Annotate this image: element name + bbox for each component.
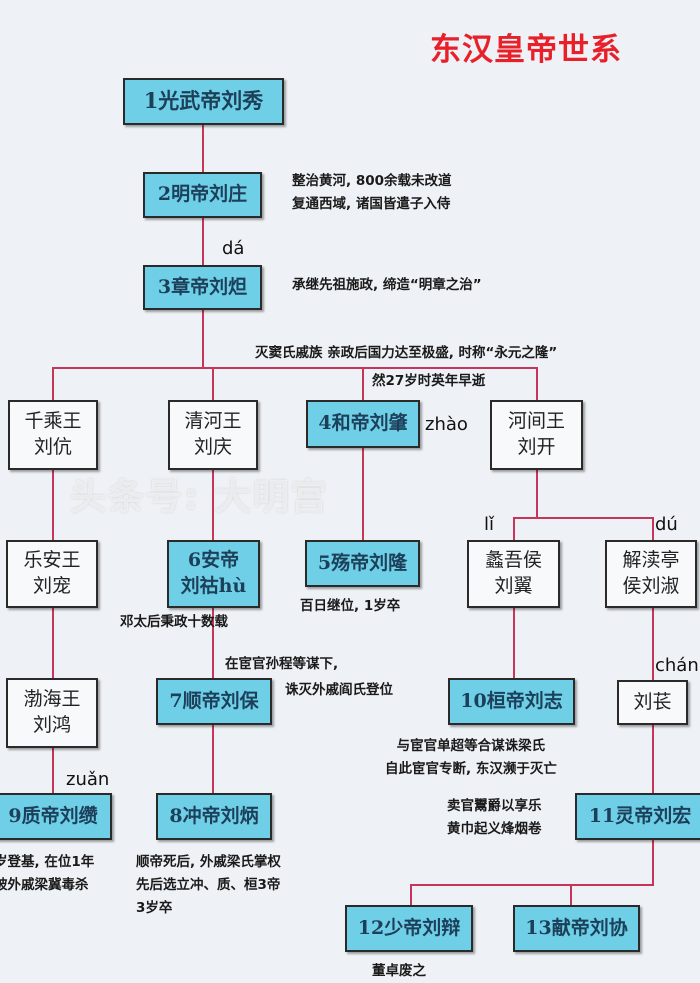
node-liuchang: 刘苌 (617, 680, 688, 725)
connector (410, 884, 412, 905)
node-zhangdi: 3章帝刘炟 (143, 265, 262, 310)
pinyin-zhao: zhào (425, 414, 468, 435)
note-huandi: 与宦官单超等合谋诛梁氏 自此宦官专断, 东汉濒于灭亡 (385, 738, 557, 777)
pinyin-li: lǐ (484, 514, 495, 535)
connector (410, 884, 654, 886)
note-shangdi: 百日继位, 1岁卒 (300, 598, 401, 614)
pinyin-da: dá (222, 238, 245, 259)
chart-title: 东汉皇帝世系 (430, 32, 622, 68)
node-hejian-wang: 河间王 刘开 (490, 400, 583, 470)
connector (202, 125, 204, 368)
note-zhangdi: 承继先祖施政, 缔造“明章之治” (292, 277, 482, 293)
node-chongdi: 8冲帝刘炳 (156, 793, 272, 840)
node-bohai-wang: 渤海王 刘鸿 (6, 678, 98, 748)
note-shundi-2: 诛灭外戚阎氏登位 (285, 682, 393, 698)
node-qiancheng-wang: 千乘王 刘伉 (8, 400, 98, 470)
watermark: 头条号: 大明宫 (70, 477, 329, 518)
connector (362, 367, 364, 540)
connector (52, 367, 538, 369)
note-hedi-1: 灭窦氏戚族 亲政后国力达至极盛, 时称“永元之隆” (255, 345, 558, 361)
node-lingdi: 11灵帝刘宏 (575, 793, 700, 840)
node-xiandi: 13献帝刘协 (513, 905, 640, 952)
pinyin-du: dú (655, 514, 678, 535)
note-lingdi: 卖官鬻爵以享乐 黄巾起义烽烟卷 (447, 798, 542, 837)
pinyin-zuan: zuǎn (66, 769, 110, 790)
note-chongdi: 顺帝死后, 外戚梁氏掌权 先后选立冲、质、桓3帝 3岁卒 (136, 854, 281, 916)
note-hedi-2: 然27岁时英年早逝 (372, 370, 486, 393)
node-andi: 6安帝 刘祜hù (167, 540, 260, 608)
node-hedi: 4和帝刘肇 (306, 400, 420, 448)
node-qinghe-wang: 清河王 刘庆 (168, 400, 258, 470)
note-zhidi: 岁登基, 在位1年 被外戚梁冀毒杀 (0, 854, 95, 893)
node-liwu-hou: 蠡吾侯 刘翼 (467, 540, 560, 608)
node-guangwudi: 1光武帝刘秀 (123, 78, 284, 125)
node-mingdi: 2明帝刘庄 (143, 172, 262, 218)
connector (570, 884, 572, 905)
node-huandi: 10桓帝刘志 (448, 678, 575, 725)
node-shundi: 7顺帝刘保 (156, 678, 272, 725)
node-shaodi: 12少帝刘辩 (345, 905, 473, 952)
node-zhidi: 9质帝刘缵 (0, 793, 112, 840)
note-shundi-1: 在宦官孙程等谋下, (225, 656, 339, 672)
node-jiedu-hou: 解渎亭 侯刘淑 (605, 540, 697, 608)
pinyin-chan: chán (655, 655, 699, 676)
note-mingdi: 整治黄河, 800余载未改道 复通西域, 诸国皆遣子入侍 (292, 173, 452, 212)
note-andi: 邓太后秉政十数载 (120, 614, 228, 630)
node-shangdi: 5殇帝刘隆 (305, 540, 420, 587)
node-lean-wang: 乐安王 刘宠 (6, 540, 98, 608)
connector (513, 517, 653, 519)
note-shaodi: 董卓废之 (372, 963, 426, 979)
